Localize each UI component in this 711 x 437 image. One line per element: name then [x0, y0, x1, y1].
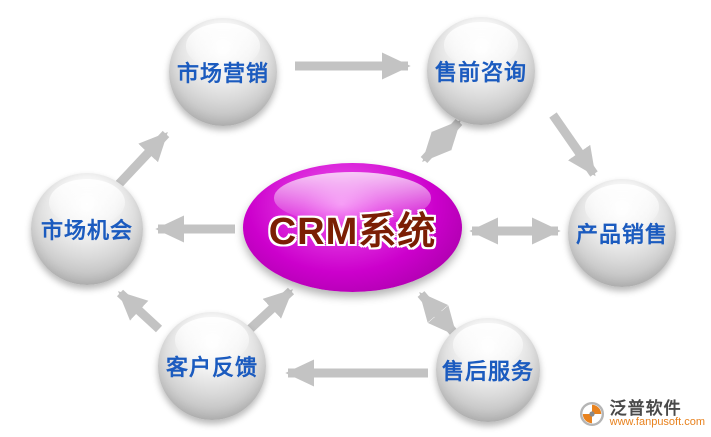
node-presales: 售前咨询 — [427, 17, 535, 125]
node-marketing-label: 市场营销 — [176, 61, 269, 86]
node-customer-feedback: 客户反馈 — [158, 312, 266, 420]
arrow-feedback-to-opportunity — [116, 289, 163, 333]
node-aftersales-service: 售后服务 — [436, 318, 540, 422]
arrow-feedback-to-center — [245, 287, 295, 334]
node-marketing: 市场营销 — [169, 18, 277, 126]
node-customer-feedback-label: 客户反馈 — [165, 355, 258, 380]
watermark-brand: 泛普软件 — [609, 398, 682, 418]
center-crm-ellipse: CRM系统 — [243, 163, 462, 292]
arrow-opportunity-to-marketing — [115, 130, 170, 188]
watermark-text: 泛普软件 www.fanpusoft.com — [609, 398, 705, 429]
arrow-center-aftersales-bidirectional — [417, 291, 459, 337]
node-presales-label: 售前咨询 — [434, 60, 527, 85]
node-product-sales-label: 产品销售 — [575, 222, 668, 247]
arrow-center-presales-bidirectional — [420, 118, 463, 164]
node-market-opportunity-label: 市场机会 — [40, 218, 133, 243]
center-crm-label: CRM系统 — [268, 211, 437, 253]
arrow-presales-to-product — [549, 112, 598, 177]
watermark: 泛普软件 www.fanpusoft.com — [579, 398, 705, 429]
fanpu-logo-icon — [579, 402, 604, 427]
node-aftersales-service-label: 售后服务 — [441, 359, 534, 384]
node-product-sales: 产品销售 — [568, 179, 676, 287]
watermark-url: www.fanpusoft.com — [609, 416, 705, 429]
node-market-opportunity: 市场机会 — [31, 173, 143, 285]
